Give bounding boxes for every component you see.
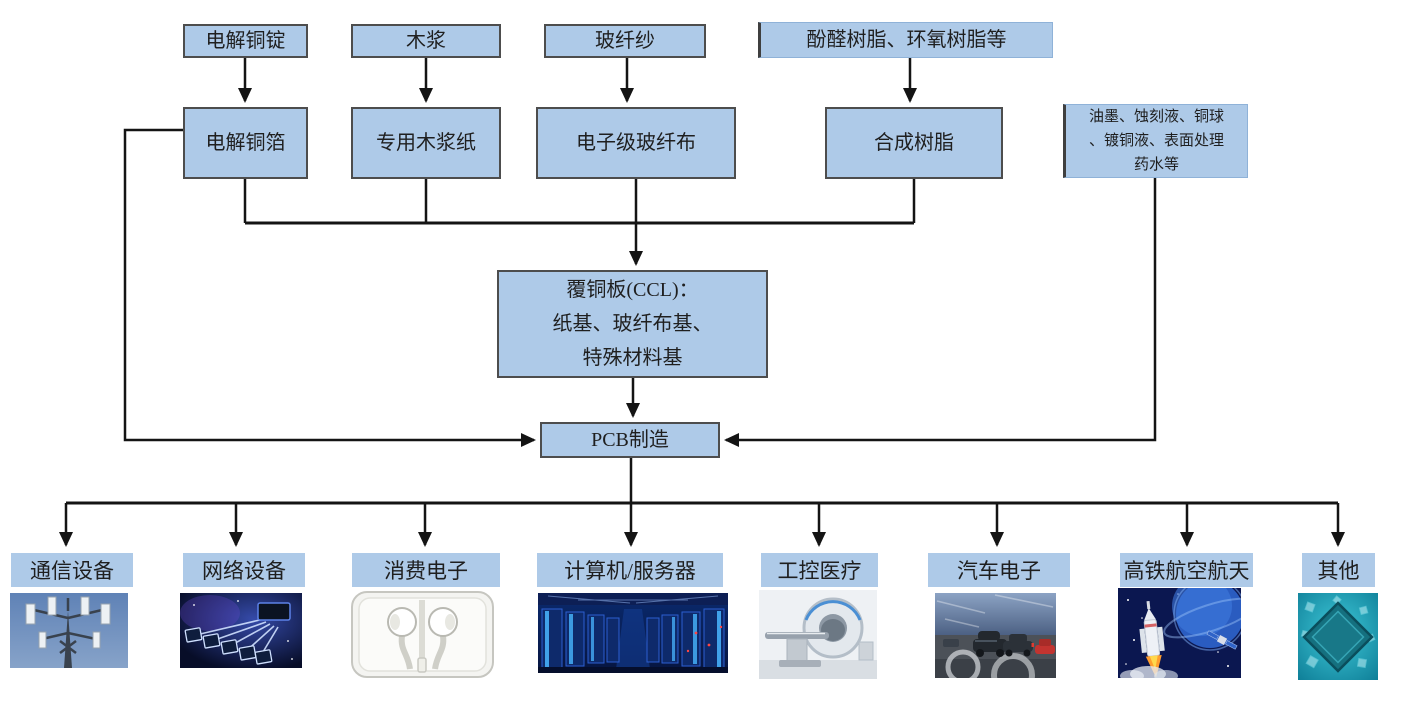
server-room-photo bbox=[538, 593, 728, 673]
node-electrolytic-copper-ingot: 电解铜锭 bbox=[183, 24, 308, 58]
node-glass-fiber-yarn: 玻纤纱 bbox=[544, 24, 706, 58]
ccl-line-1: 覆铜板(CCL)： bbox=[566, 279, 699, 301]
auxiliary-line-2: 、镀铜液、表面处理 bbox=[1088, 133, 1224, 149]
node-ccl: 覆铜板(CCL)： 纸基、玻纤布基、 特殊材料基 bbox=[497, 270, 768, 378]
node-wood-pulp: 木浆 bbox=[351, 24, 501, 58]
node-pcb-manufacturing: PCB制造 bbox=[540, 422, 720, 458]
cars-road-photo bbox=[935, 593, 1056, 678]
node-resins: 酚醛树脂、环氧树脂等 bbox=[758, 22, 1053, 58]
app-label-industrial-medical: 工控医疗 bbox=[761, 553, 878, 587]
network-chip-photo bbox=[180, 593, 302, 668]
auxiliary-line-1: 油墨、蚀刻液、铜球 bbox=[1088, 109, 1224, 125]
ccl-line-2: 纸基、玻纤布基、 bbox=[552, 313, 713, 335]
ccl-line-3: 特殊材料基 bbox=[582, 347, 683, 369]
node-electrolytic-copper-foil: 电解铜箔 bbox=[183, 107, 308, 179]
node-synthetic-resin: 合成树脂 bbox=[825, 107, 1003, 179]
node-wood-pulp-paper: 专用木浆纸 bbox=[351, 107, 501, 179]
telecom-tower-photo bbox=[10, 593, 128, 668]
rocket-launch-photo bbox=[1118, 588, 1241, 678]
auxiliary-line-3: 药水等 bbox=[1133, 157, 1179, 173]
node-electronic-fiberglass-cloth: 电子级玻纤布 bbox=[536, 107, 736, 179]
app-label-other: 其他 bbox=[1302, 553, 1375, 587]
node-auxiliary-chemicals: 油墨、蚀刻液、铜球 、镀铜液、表面处理 药水等 bbox=[1063, 104, 1248, 178]
earphones-photo bbox=[350, 590, 495, 679]
app-label-automotive-electronics: 汽车电子 bbox=[928, 553, 1070, 587]
ct-scanner-photo bbox=[759, 590, 877, 679]
app-label-rail-aerospace: 高铁航空航天 bbox=[1120, 553, 1253, 587]
app-label-computers-servers: 计算机/服务器 bbox=[537, 553, 723, 587]
app-label-network-equipment: 网络设备 bbox=[183, 553, 305, 587]
app-label-telecom-equipment: 通信设备 bbox=[11, 553, 133, 587]
app-label-consumer-electronics: 消费电子 bbox=[352, 553, 500, 587]
chip-closeup-photo bbox=[1298, 593, 1378, 680]
